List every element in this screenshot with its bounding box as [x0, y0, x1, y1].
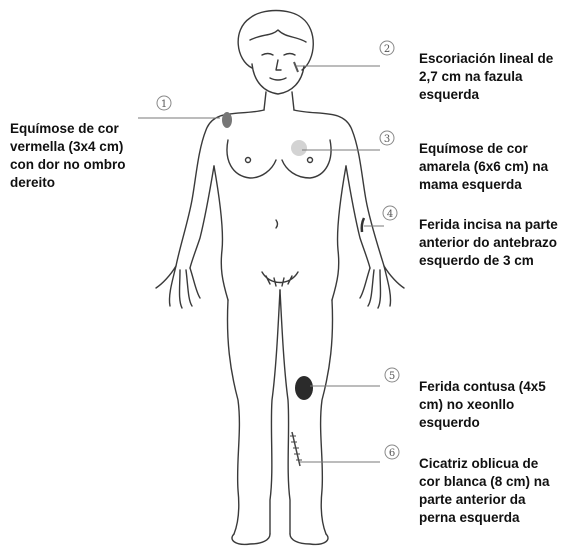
annotation-2-text: Escoriación lineal de 2,7 cm na fazula e… — [419, 50, 559, 104]
annotation-3-text: Equímose de cor amarela (6x6 cm) na mama… — [419, 140, 559, 194]
abrasion-left-cheek — [294, 62, 298, 72]
bruise-left-breast — [291, 140, 307, 156]
marker-2: 2 — [380, 41, 394, 55]
annotation-1-text: Equímose de cor vermella (3x4 cm) con do… — [10, 120, 140, 192]
marker-2-number: 2 — [384, 44, 390, 55]
annotation-6-text: Cicatriz oblicua de cor blanca (8 cm) na… — [419, 455, 559, 527]
marker-6-number: 6 — [389, 448, 395, 459]
marker-3-number: 3 — [384, 134, 390, 145]
incised-wound-left-forearm — [362, 218, 364, 232]
annotation-4-text: Ferida incisa na parte anterior do anteb… — [419, 216, 559, 270]
bruise-right-shoulder — [222, 112, 232, 128]
scar-left-leg — [292, 432, 300, 466]
marker-5-number: 5 — [389, 371, 395, 382]
body-outline — [156, 11, 404, 545]
annotation-5-text: Ferida contusa (4x5 cm) no xeonllo esque… — [419, 378, 549, 432]
contusion-left-knee — [295, 376, 313, 400]
marker-4-number: 4 — [387, 209, 393, 220]
leader-lines — [138, 66, 384, 462]
marker-6: 6 — [385, 445, 399, 459]
marker-3: 3 — [380, 131, 394, 145]
marker-1-number: 1 — [161, 99, 167, 110]
marker-1: 1 — [157, 96, 171, 110]
marker-5: 5 — [385, 368, 399, 382]
scar-stitches — [290, 436, 302, 460]
marker-4: 4 — [383, 206, 397, 220]
